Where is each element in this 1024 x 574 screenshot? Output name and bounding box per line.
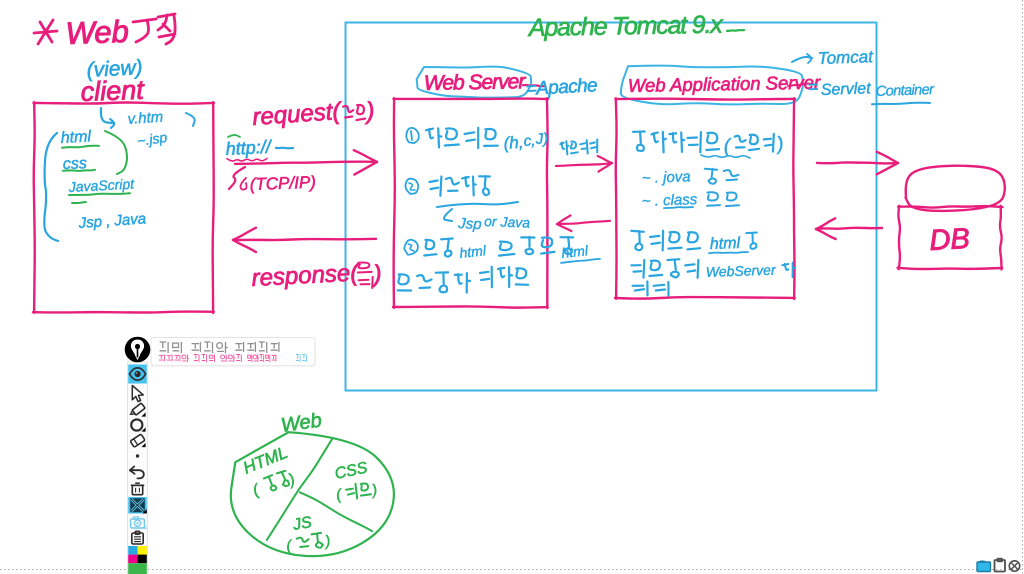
svg-text:(view): (view) [86,56,143,82]
svg-text:~.jsp: ~.jsp [136,129,168,149]
svg-text:Apache Tomcat 9.x: Apache Tomcat 9.x [527,11,725,42]
svg-text:css: css [63,155,88,173]
svg-text:~ . jova: ~ . jova [642,168,691,187]
svg-text:Jsp: Jsp [457,215,482,233]
svg-text:=Apache: =Apache [525,75,597,100]
svg-text:JS: JS [291,514,314,534]
svg-text:WebServer: WebServer [706,262,778,280]
svg-text:(h,: (h, [503,133,524,153]
svg-text:http://: http:// [225,137,273,159]
svg-text:html: html [561,242,590,261]
svg-text:~ . class: ~ . class [642,191,698,210]
svg-text:html: html [60,128,92,147]
svg-text:c,: c, [523,132,536,150]
svg-text:(TCP/IP): (TCP/IP) [249,173,316,194]
svg-text:(: ( [285,537,294,555]
svg-text:Servlet: Servlet [821,80,872,99]
svg-text:v.htm: v.htm [127,109,164,128]
svg-text:or Java: or Java [484,213,531,231]
svg-text:Jsp , Java: Jsp , Java [77,210,147,232]
svg-text:html: html [459,242,488,261]
svg-text:Web: Web [65,14,129,51]
svg-text:=: = [807,77,818,97]
svg-text:(: ( [335,486,345,504]
svg-text:): ) [369,481,379,499]
svg-text:html: html [710,235,741,253]
svg-text:): ) [774,133,785,155]
svg-text:DB: DB [929,223,971,257]
svg-text:JavaScript: JavaScript [67,176,135,196]
svg-text:Tomcat: Tomcat [817,47,874,68]
svg-text:Container: Container [876,82,936,100]
svg-text:request(: request( [252,98,345,131]
svg-text:Web Server: Web Server [424,70,527,95]
svg-text:response(: response( [251,259,362,292]
svg-text:J): J) [534,130,549,148]
svg-text:(: ( [723,136,732,157]
svg-text:): ) [322,532,331,550]
svg-text:Web Application Server: Web Application Server [628,72,821,96]
